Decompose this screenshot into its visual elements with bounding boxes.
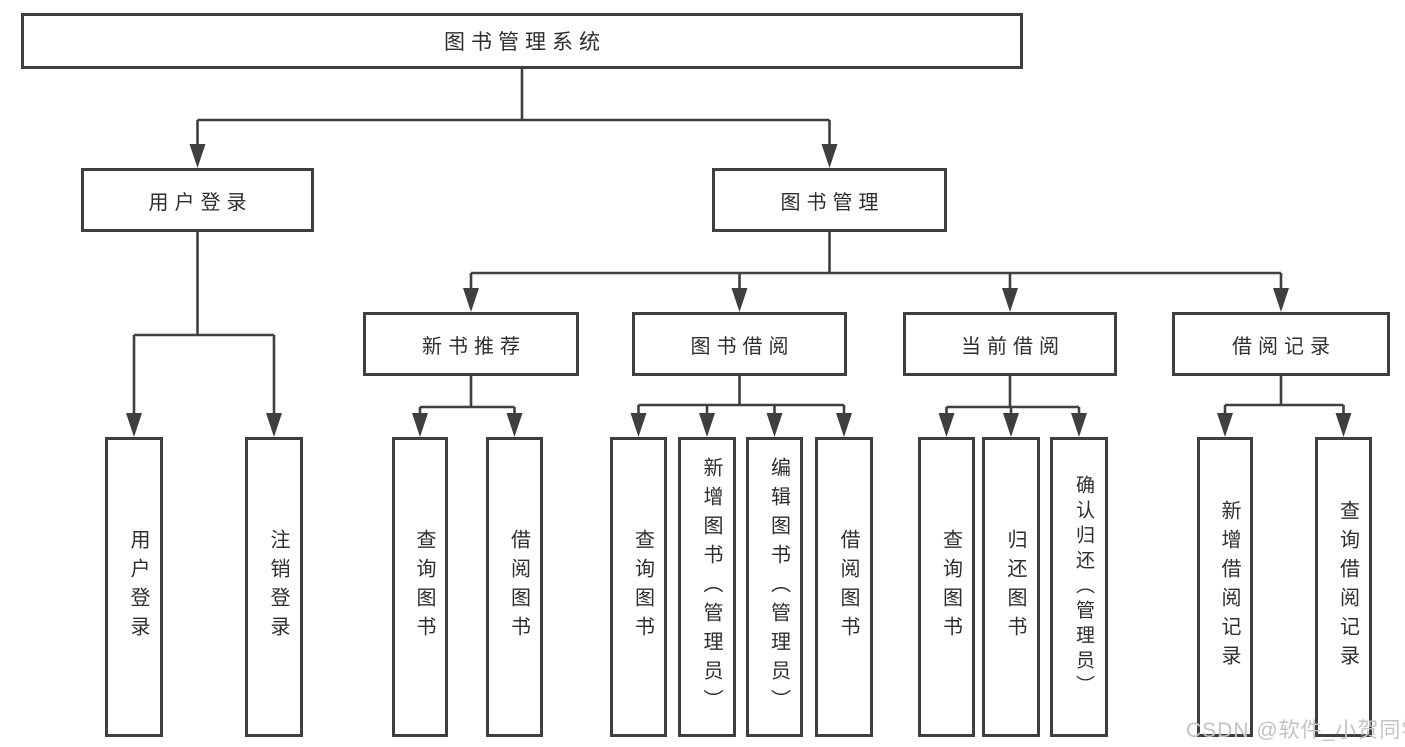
node-label: 编辑图书（管理员） (767, 456, 790, 718)
node-borrow-records: 借阅记录 (1172, 312, 1390, 376)
leaf-borrow-books: 借阅图书 (815, 437, 873, 737)
leaf-logout: 注销登录 (245, 437, 303, 737)
node-label: 新增借阅记录 (1218, 500, 1240, 674)
leaf-user-login: 用户登录 (105, 437, 163, 737)
node-label: 图书管理 (780, 191, 885, 214)
node-current-borrow: 当前借阅 (903, 312, 1117, 376)
node-label: 用户登录 (148, 191, 253, 214)
node-user-login: 用户登录 (81, 168, 314, 232)
leaf-edit-book-admin: 编辑图书（管理员） (746, 437, 803, 737)
node-label: 借阅图书 (837, 529, 859, 645)
node-label: 归还图书 (1004, 529, 1026, 645)
leaf-query-books-current: 查询图书 (918, 437, 975, 737)
csdn-watermark: CSDN @软件_小贺同学 (1186, 719, 1405, 742)
leaf-query-borrow-record: 查询借阅记录 (1315, 437, 1372, 737)
node-label: 图书借阅 (690, 335, 795, 358)
leaf-query-books-recommend: 查询图书 (392, 437, 448, 737)
node-book-management: 图书管理 (712, 168, 947, 232)
leaf-add-borrow-record: 新增借阅记录 (1197, 437, 1253, 737)
node-label: 图书管理系统 (444, 31, 606, 54)
node-library-system: 图书管理系统 (21, 13, 1023, 69)
leaf-borrow-books-recommend: 借阅图书 (486, 437, 543, 737)
node-label: 借阅记录 (1232, 335, 1336, 358)
node-label: 注销登录 (267, 529, 289, 645)
leaf-add-book-admin: 新增图书（管理员） (678, 437, 736, 737)
node-label: 查询借阅记录 (1336, 500, 1359, 674)
node-label: 用户登录 (127, 529, 149, 645)
node-label: 新增图书（管理员） (700, 456, 722, 718)
node-label: 查询图书 (413, 529, 435, 645)
leaf-return-book: 归还图书 (982, 437, 1040, 737)
node-label: 确认归还（管理员） (1073, 474, 1094, 700)
node-new-book-recommend: 新书推荐 (363, 312, 579, 376)
node-label: 查询图书 (939, 529, 962, 645)
node-book-borrow: 图书借阅 (632, 312, 847, 376)
node-label: 借阅图书 (507, 529, 530, 645)
node-label: 新书推荐 (422, 335, 526, 358)
leaf-confirm-return-admin: 确认归还（管理员） (1050, 437, 1108, 737)
leaf-query-books-borrow: 查询图书 (610, 437, 667, 737)
node-label: 当前借阅 (961, 335, 1065, 358)
node-label: 查询图书 (631, 529, 654, 645)
